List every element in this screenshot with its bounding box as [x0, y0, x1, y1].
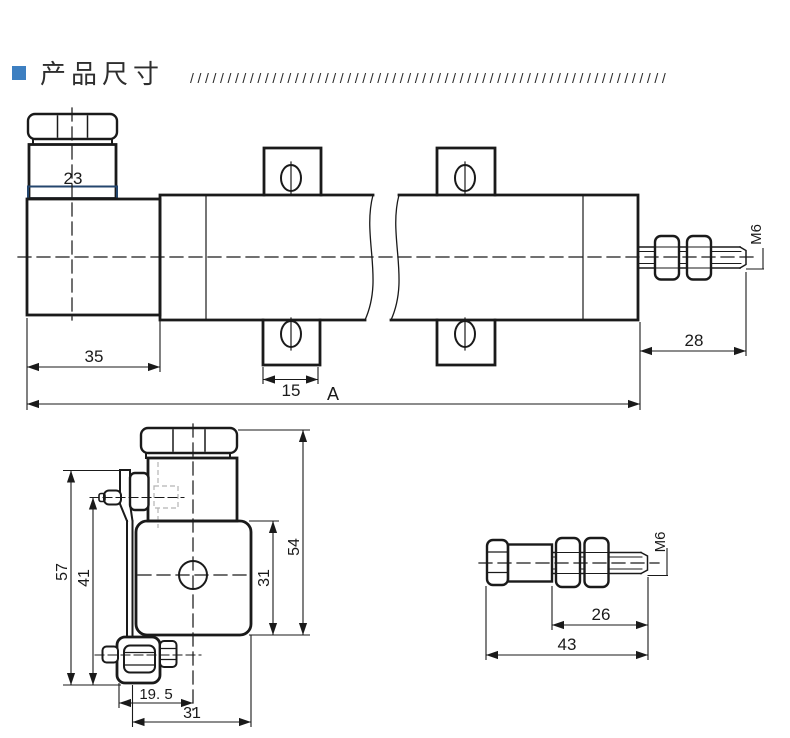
- page-title: 产品尺寸: [40, 59, 165, 89]
- dim-19-5-label: 19. 5: [139, 686, 172, 703]
- rod-nut-2-facets: [686, 246, 712, 269]
- mounting-bracket-top-2: [435, 146, 497, 197]
- rod-nut-1-facets: [555, 552, 581, 574]
- m6-leader: [647, 548, 668, 577]
- bolt-head: [123, 644, 156, 674]
- slash-pattern: ////////////////////////////////////////…: [190, 70, 670, 86]
- thread-label: M6: [652, 532, 669, 553]
- dim-57-label: 57: [54, 563, 71, 581]
- dim-23-label: 23: [64, 169, 83, 188]
- hex-nut-facets: [172, 429, 206, 452]
- mounting-bracket-top-1: [262, 146, 323, 197]
- m6-leader: [746, 248, 764, 270]
- rod-detail: M6 26 43: [478, 532, 669, 660]
- set-screw-facets: [159, 647, 178, 661]
- rod-nut-2-facets: [584, 552, 609, 574]
- dim-35-label: 35: [85, 347, 104, 366]
- dim-26-label: 26: [592, 605, 611, 624]
- dim-15-label: 15: [282, 381, 301, 400]
- hex-fitting-facets: [486, 551, 509, 574]
- dim-43-label: 43: [558, 635, 577, 654]
- bolt-head-facets: [123, 651, 156, 666]
- mounting-bracket-bottom-2: [435, 318, 497, 367]
- set-screw-right: [159, 640, 178, 668]
- hex-nut-facets: [56, 115, 89, 138]
- thread-label: M6: [748, 224, 765, 245]
- front-view: 57 41 31 54 19. 5 31: [54, 423, 310, 727]
- header-accent-square: [12, 66, 26, 80]
- dim-41-label: 41: [76, 569, 93, 587]
- dim-31-bottom-label: 31: [183, 705, 201, 722]
- dim-A-label: A: [327, 384, 339, 404]
- side-view: M6 35 15 A 28 23: [17, 107, 765, 410]
- dim-54-label: 54: [286, 538, 303, 556]
- hex-nut: [139, 426, 239, 455]
- mounting-bracket-bottom-1: [261, 318, 322, 367]
- rod-nut-1-facets: [654, 246, 680, 269]
- dim-28-label: 28: [685, 331, 704, 350]
- rod-nut-2: [685, 234, 713, 281]
- hidden-cavity: [153, 485, 179, 509]
- rod-tip: [639, 551, 649, 575]
- bracket-clamp: [128, 471, 150, 512]
- dim-31-right-label: 31: [256, 569, 273, 587]
- rod-nut-1: [653, 234, 681, 281]
